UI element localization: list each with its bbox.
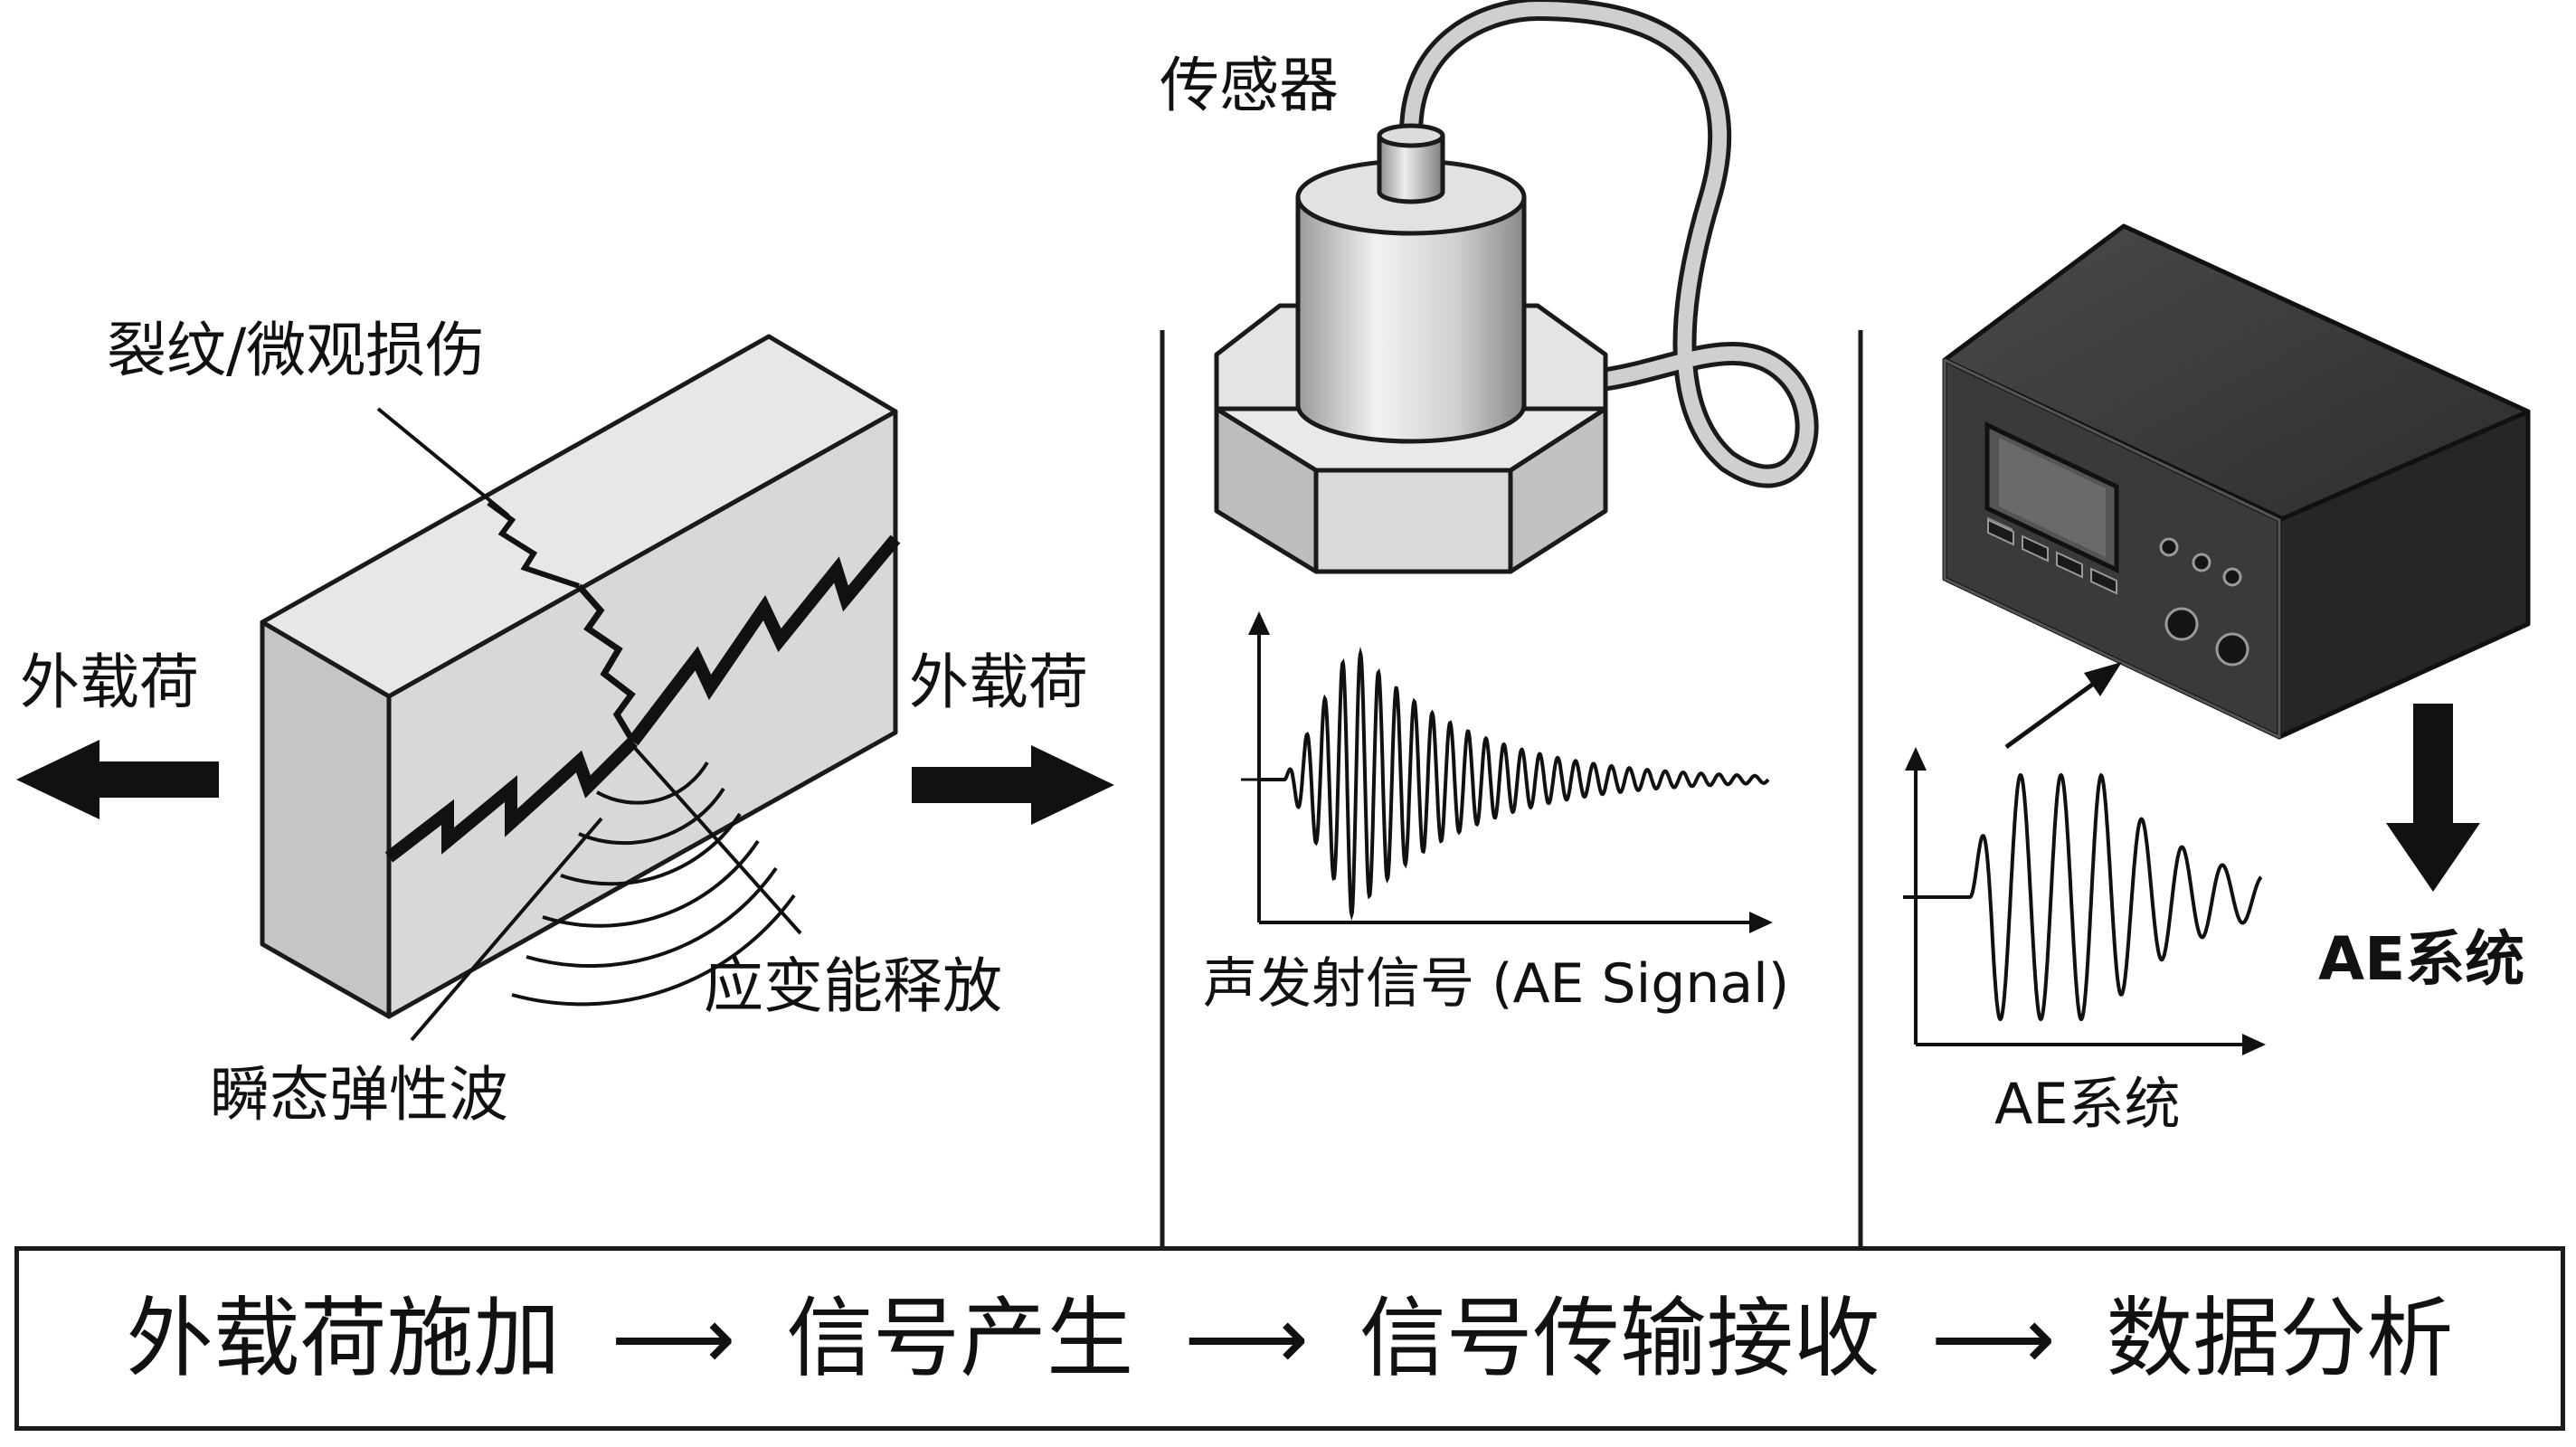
instrument-knobs (2159, 537, 2249, 667)
load-right-label: 外载荷 (909, 648, 1088, 717)
connection-arrow (2004, 677, 2100, 750)
flow-step-load: 外载荷施加 (126, 1288, 561, 1389)
waveform-label: AE系统 (1994, 1071, 2181, 1137)
flow-step-transmission: 信号传输接收 (1359, 1288, 1880, 1389)
wave-leader-line (410, 817, 603, 1042)
output-down-arrow (2386, 704, 2480, 892)
process-flow-bar: 外载荷施加 ⟶ 信号产生 ⟶ 信号传输接收 ⟶ 数据分析 (14, 1246, 2565, 1431)
crack-front-vertical (576, 583, 637, 743)
wave-label: 瞬态弹性波 (210, 1060, 508, 1130)
flow-arrow-icon: ⟶ (611, 1288, 736, 1389)
ae-signal-waveform (1259, 647, 1770, 922)
sensor-connector (1377, 123, 1445, 204)
crack-front-right (628, 534, 901, 746)
flow-arrow-icon: ⟶ (1184, 1288, 1309, 1389)
block-side-face (260, 619, 392, 1019)
energy-label: 应变能释放 (704, 951, 1002, 1021)
sensor-label: 传感器 (1160, 51, 1339, 120)
elastic-waves (511, 761, 796, 1007)
crack-label: 裂纹/微观损伤 (107, 316, 486, 385)
load-arrow-right (912, 745, 1114, 825)
flow-step-analysis: 数据分析 (2106, 1288, 2454, 1389)
ae-system-waveform (1903, 772, 2263, 1022)
load-arrow-left (16, 740, 219, 819)
system-label: AE系统 (2318, 924, 2525, 994)
signal-label: 声发射信号 (AE Signal) (1203, 952, 1790, 1016)
flow-step-signal-generation: 信号产生 (786, 1288, 1134, 1389)
energy-leader-line (631, 744, 802, 935)
specimen-block (260, 334, 898, 1019)
sensor-cylinder (1295, 158, 1527, 444)
crack-top (487, 500, 580, 589)
crack-leader-line (376, 407, 510, 517)
flow-arrow-icon: ⟶ (1930, 1288, 2056, 1389)
crack-front-left (384, 737, 638, 863)
load-left-label: 外载荷 (20, 648, 199, 717)
diagram-artwork (16, 0, 2531, 1246)
